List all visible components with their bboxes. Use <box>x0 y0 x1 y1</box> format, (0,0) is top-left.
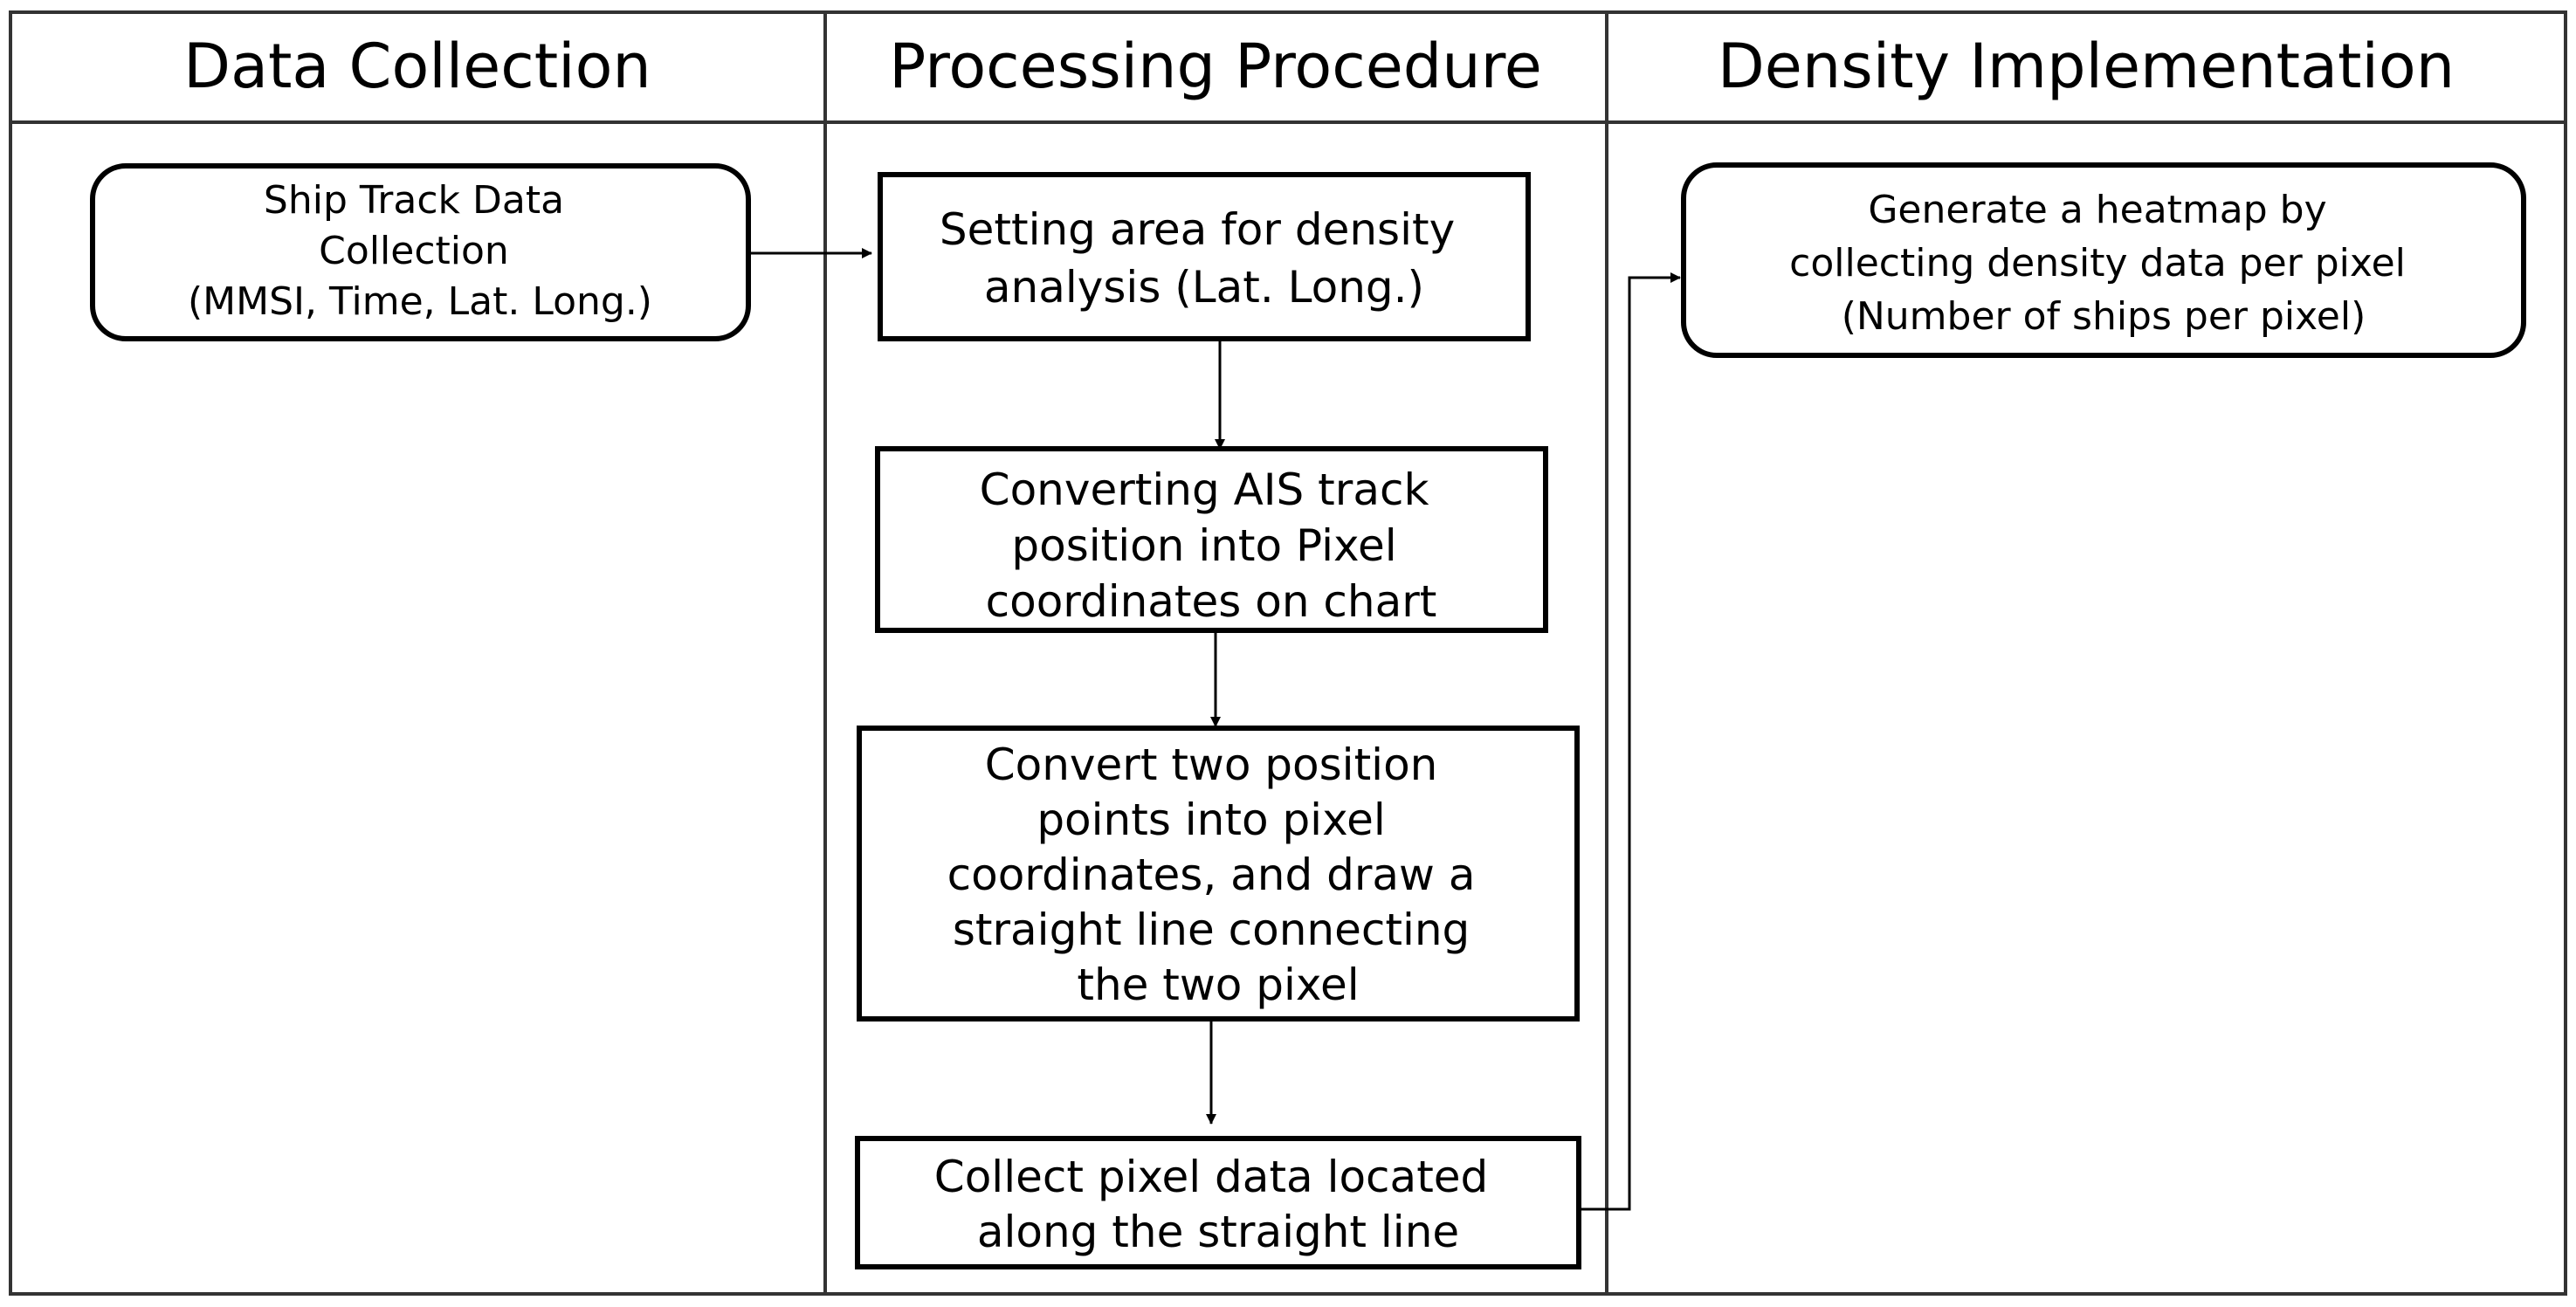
node-convert-two-box <box>857 726 1580 1022</box>
node-convert-two-line: the two pixel <box>1077 960 1359 1010</box>
node-generate-heatmap: Generate a heatmap by collecting density… <box>1681 162 2526 358</box>
lane-header-density-implementation: Density Implementation <box>1718 31 2455 102</box>
node-setting-area-box <box>878 172 1531 341</box>
node-converting-ais-line: coordinates on chart <box>986 576 1437 627</box>
node-generate-heatmap-text: Generate a heatmap by collecting density… <box>1789 188 2418 339</box>
node-ship-track: Ship Track Data Collection (MMSI, Time, … <box>90 163 751 341</box>
node-collect-pixel-text: Collect pixel data located along the str… <box>934 1152 1502 1257</box>
diagram-frame <box>9 10 2567 1296</box>
node-ship-track-box <box>90 163 751 341</box>
node-converting-ais: Converting AIS track position into Pixel… <box>875 446 1548 633</box>
node-generate-heatmap-box <box>1681 162 2526 358</box>
lane-header-data-collection: Data Collection <box>183 31 651 102</box>
node-convert-two-line: Convert two position <box>985 739 1438 790</box>
node-setting-area-line: Setting area for density <box>940 204 1455 255</box>
node-collect-pixel: Collect pixel data located along the str… <box>855 1136 1581 1269</box>
lane-header-processing-procedure: Processing Procedure <box>889 31 1542 102</box>
node-ship-track-text: Ship Track Data Collection (MMSI, Time, … <box>188 178 652 324</box>
node-converting-ais-line: position into Pixel <box>1011 520 1396 571</box>
node-converting-ais-text: Converting AIS track position into Pixel… <box>980 464 1443 627</box>
node-convert-two: Convert two position points into pixel c… <box>857 726 1580 1022</box>
node-generate-heatmap-line: (Number of ships per pixel) <box>1842 294 2366 339</box>
node-ship-track-line: Collection <box>319 229 509 273</box>
edge-collect-pixel-to-generate-heatmap <box>1579 272 1681 1211</box>
node-setting-area: Setting area for density analysis (Lat. … <box>878 172 1531 341</box>
edges <box>748 248 1681 1211</box>
node-convert-two-text: Convert two position points into pixel c… <box>947 739 1490 1010</box>
node-ship-track-line: Ship Track Data <box>264 178 564 223</box>
node-convert-two-line: points into pixel <box>1037 795 1385 845</box>
node-convert-two-line: straight line connecting <box>953 905 1470 955</box>
node-setting-area-text: Setting area for density analysis (Lat. … <box>940 204 1469 313</box>
node-generate-heatmap-line: Generate a heatmap by <box>1868 188 2326 232</box>
node-collect-pixel-line: along the straight line <box>977 1207 1459 1257</box>
node-converting-ais-box <box>875 446 1548 633</box>
node-generate-heatmap-line: collecting density data per pixel <box>1789 241 2406 285</box>
node-ship-track-line: (MMSI, Time, Lat. Long.) <box>188 279 652 324</box>
node-converting-ais-line: Converting AIS track <box>980 464 1429 515</box>
node-convert-two-line: coordinates, and draw a <box>947 850 1476 900</box>
node-collect-pixel-box <box>855 1136 1581 1269</box>
node-collect-pixel-line: Collect pixel data located <box>934 1152 1489 1202</box>
node-setting-area-line: analysis (Lat. Long.) <box>984 262 1424 313</box>
